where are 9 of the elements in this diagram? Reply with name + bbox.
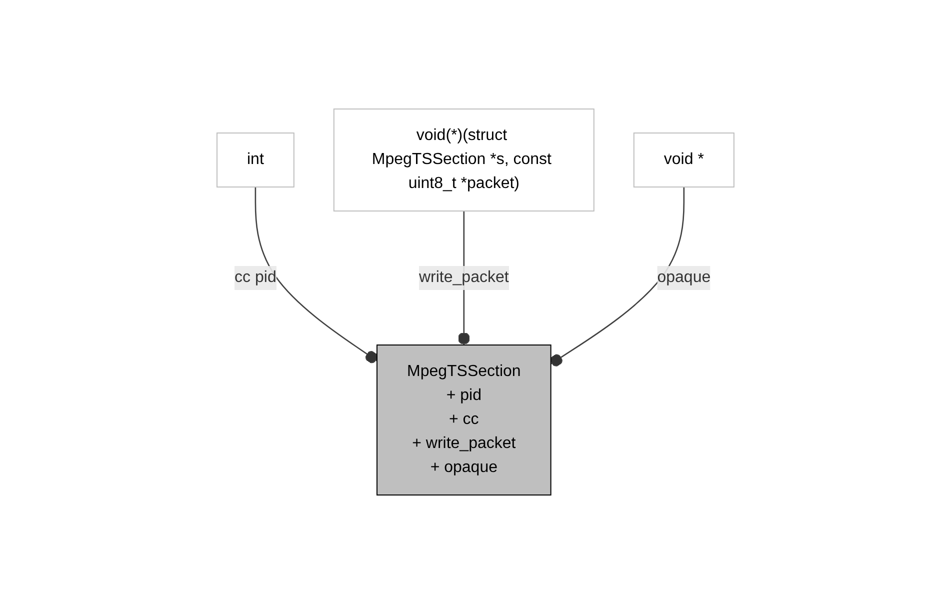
node-box: int bbox=[216, 132, 294, 187]
node-box: void * bbox=[632, 132, 734, 187]
connector bbox=[550, 186, 684, 366]
edge-label: write_packet bbox=[418, 268, 508, 286]
connector bbox=[254, 186, 378, 363]
node-box: void(*)(struct MpegTSSection *s, const uint8_t *packet) bbox=[332, 108, 594, 211]
edge-label: opaque bbox=[656, 268, 710, 286]
edge-label: cc pid bbox=[234, 268, 276, 286]
node-box: MpegTSSection + pid + cc + write_packet + opaque bbox=[376, 344, 551, 495]
